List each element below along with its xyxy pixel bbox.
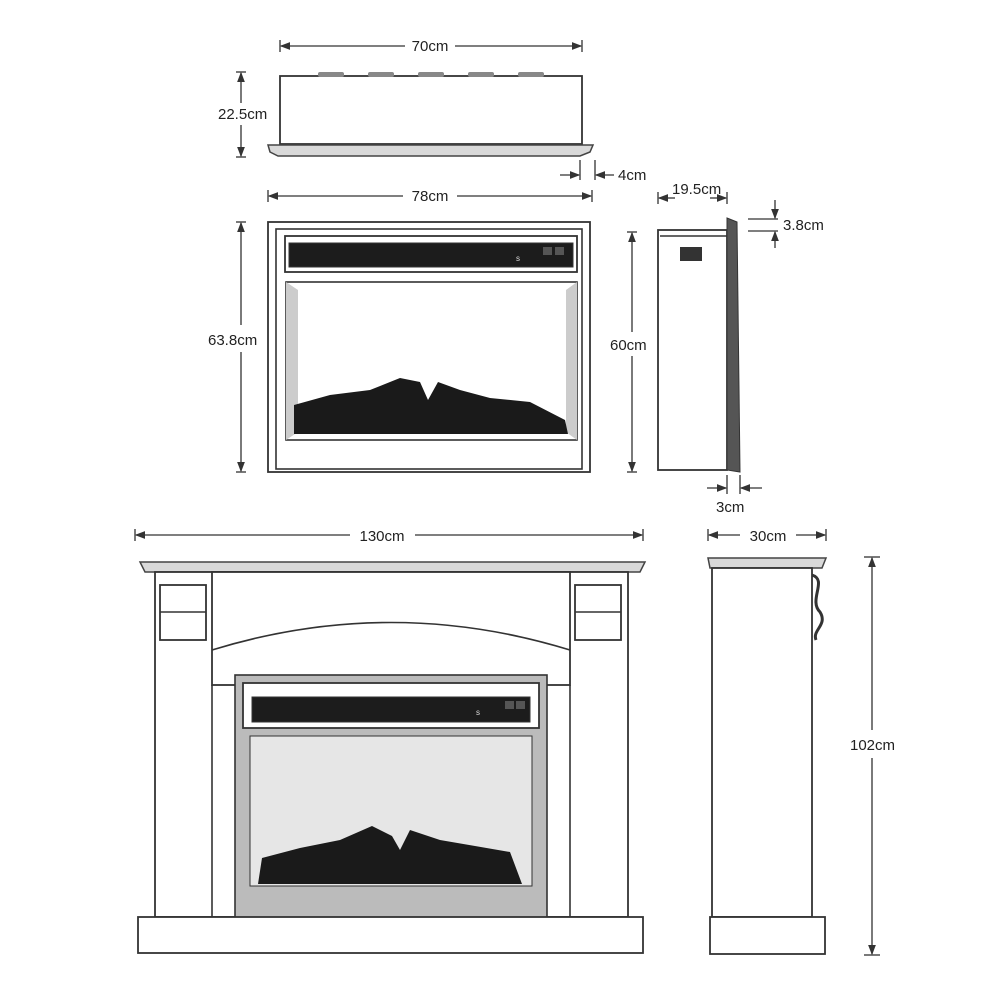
dim-insert-top-height: 22.5cm bbox=[218, 71, 267, 158]
label-19-5cm: 19.5cm bbox=[672, 181, 721, 198]
dim-mantel-width: 130cm bbox=[134, 528, 644, 545]
mantel-side-view bbox=[707, 557, 828, 955]
label-70cm: 70cm bbox=[412, 38, 449, 55]
label-60cm: 60cm bbox=[610, 337, 647, 354]
dim-mantel-depth: 30cm bbox=[707, 528, 827, 545]
label-22-5cm: 22.5cm bbox=[218, 106, 267, 123]
svg-text:s: s bbox=[516, 254, 520, 263]
label-130cm: 130cm bbox=[359, 528, 404, 545]
insert-top-view bbox=[267, 72, 595, 157]
label-102cm: 102cm bbox=[850, 737, 895, 754]
insert-side-view bbox=[657, 217, 741, 473]
dim-insert-side-height: 60cm bbox=[610, 231, 647, 473]
insert-front-view: s bbox=[267, 221, 591, 473]
svg-text:s: s bbox=[476, 708, 480, 717]
dim-insert-front-height: 63.8cm bbox=[208, 221, 257, 473]
dim-mantel-height: 102cm bbox=[850, 556, 895, 956]
label-3cm: 3cm bbox=[716, 499, 744, 516]
mantel-front-view: s bbox=[137, 561, 647, 954]
dim-insert-frame-depth: 3.8cm bbox=[748, 200, 824, 248]
dim-insert-side-depth: 19.5cm bbox=[657, 181, 728, 204]
label-78cm: 78cm bbox=[412, 188, 449, 205]
dim-insert-front-width: 78cm bbox=[267, 188, 593, 205]
dim-insert-lip: 4cm bbox=[560, 160, 646, 184]
label-30cm: 30cm bbox=[750, 528, 787, 545]
dim-insert-frame-thickness: 3cm bbox=[707, 475, 762, 516]
label-4cm: 4cm bbox=[618, 167, 646, 184]
dim-insert-top-width: 70cm bbox=[279, 38, 583, 55]
label-3-8cm: 3.8cm bbox=[783, 217, 824, 234]
label-63-8cm: 63.8cm bbox=[208, 332, 257, 349]
